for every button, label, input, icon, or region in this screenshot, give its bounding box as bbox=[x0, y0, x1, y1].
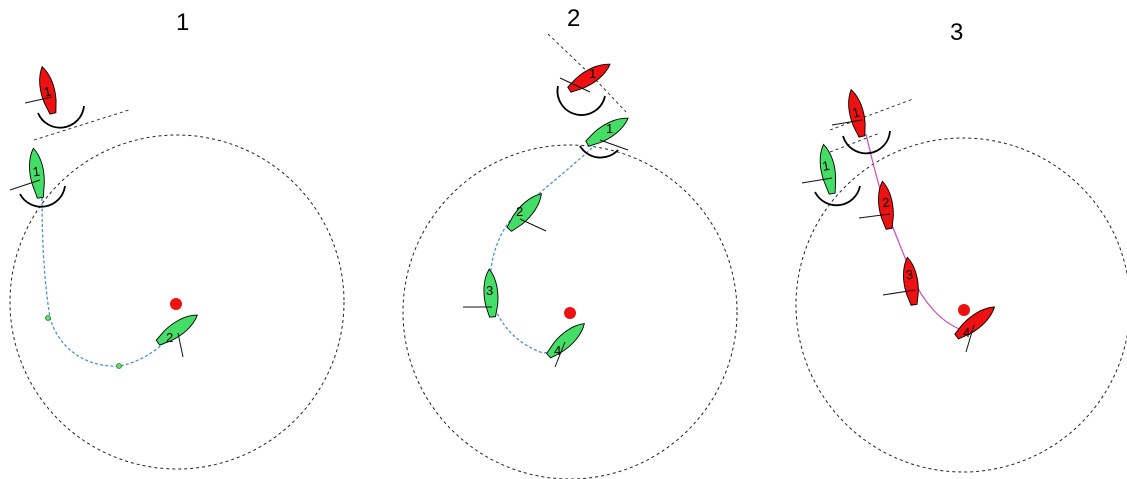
boat-number: 2 bbox=[881, 195, 890, 211]
sail-green-1 bbox=[9, 179, 41, 191]
track-point-1a bbox=[45, 315, 51, 321]
boat-green-1: 1 bbox=[29, 147, 45, 199]
zone-circle-3 bbox=[795, 137, 1127, 473]
boat-hull bbox=[29, 147, 45, 199]
panel-3-title: 3 bbox=[950, 19, 963, 46]
boat-hull bbox=[567, 63, 611, 93]
sail-green-2-4 bbox=[554, 341, 566, 368]
boat-hull bbox=[848, 88, 866, 138]
boat-number-green-2-2: 2 bbox=[516, 204, 523, 219]
mark-buoy-1 bbox=[170, 298, 182, 310]
sail-green-2 bbox=[177, 332, 184, 358]
mark-buoy-3 bbox=[958, 304, 970, 316]
boat-number-green-2-4: 4 bbox=[554, 343, 561, 358]
panel-2-title: 2 bbox=[567, 5, 580, 32]
boat-number-green-2-1: 1 bbox=[606, 121, 613, 136]
panel-2: 2 1 1 2 3 4 bbox=[402, 5, 738, 479]
boat-number-green-2: 2 bbox=[166, 330, 173, 345]
boat-number-red-2-1: 1 bbox=[589, 66, 596, 81]
sail-green-3-1 bbox=[801, 177, 833, 184]
boat-hull bbox=[954, 306, 996, 340]
view-arc-green-1 bbox=[19, 185, 66, 208]
sail-red-3-2 bbox=[858, 213, 891, 219]
boat-red-3-1: 1 bbox=[848, 88, 866, 138]
view-arc-green-2-1 bbox=[579, 145, 619, 159]
view-arc-red-3-1 bbox=[842, 130, 891, 155]
view-arc-red-1 bbox=[37, 105, 85, 129]
boat-number-green-2-3: 3 bbox=[486, 283, 493, 298]
sail-red-3-4 bbox=[965, 324, 975, 353]
boat-hull bbox=[39, 65, 57, 115]
sail-red-3-3 bbox=[882, 289, 916, 296]
boat-red-3-4 bbox=[954, 306, 996, 340]
panel-3: 3 1 1 2 3 bbox=[795, 19, 1127, 473]
sightline-3b bbox=[829, 132, 881, 153]
mark-buoy-2 bbox=[564, 307, 576, 319]
boat-green-2-2 bbox=[506, 193, 542, 232]
track-point-1b bbox=[116, 363, 122, 369]
boat-number: 3 bbox=[905, 267, 914, 283]
boat-number: 1 bbox=[821, 158, 831, 174]
boat-hull bbox=[546, 323, 585, 359]
boat-red-3-3: 3 bbox=[903, 256, 919, 306]
boat-number: 1 bbox=[851, 105, 861, 121]
boat-red-1: 1 bbox=[39, 65, 57, 115]
sail-green-2-1 bbox=[599, 139, 629, 151]
boat-hull bbox=[903, 256, 919, 306]
track-1 bbox=[41, 197, 171, 367]
boat-hull bbox=[819, 143, 837, 195]
sail-red-2-1 bbox=[559, 77, 591, 93]
boat-hull bbox=[483, 268, 499, 318]
boat-number: 1 bbox=[42, 83, 52, 99]
boat-green-3-1: 1 bbox=[819, 143, 837, 195]
panel-1: 1 1 1 2 bbox=[9, 9, 345, 470]
sail-red-1 bbox=[24, 96, 53, 104]
zone-circle-2 bbox=[402, 144, 738, 479]
view-arc-green-3-1 bbox=[814, 185, 861, 207]
sail-green-2-2 bbox=[519, 218, 547, 232]
boat-hull bbox=[506, 193, 542, 232]
track-3 bbox=[865, 133, 963, 331]
boat-green-2 bbox=[155, 314, 198, 346]
view-arc-red-2-1 bbox=[556, 85, 606, 116]
boat-green-2-4 bbox=[546, 323, 585, 359]
boat-red-3-2: 2 bbox=[878, 180, 894, 230]
boat-hull bbox=[155, 314, 198, 346]
track-2 bbox=[489, 147, 593, 354]
boat-hull bbox=[585, 117, 629, 147]
zone-circle-1 bbox=[9, 134, 345, 470]
boat-hull bbox=[878, 180, 894, 230]
boat-red-2-1 bbox=[567, 63, 611, 93]
sail-red-3-1 bbox=[831, 119, 863, 126]
boat-green-2-1 bbox=[585, 117, 629, 147]
sightline-1 bbox=[33, 109, 130, 141]
sightline-3a bbox=[829, 98, 914, 131]
panel-1-title: 1 bbox=[176, 9, 189, 36]
boat-green-2-3 bbox=[483, 268, 499, 318]
boat-number-red-3-4: 4 bbox=[963, 325, 970, 340]
boat-number: 1 bbox=[32, 164, 41, 180]
